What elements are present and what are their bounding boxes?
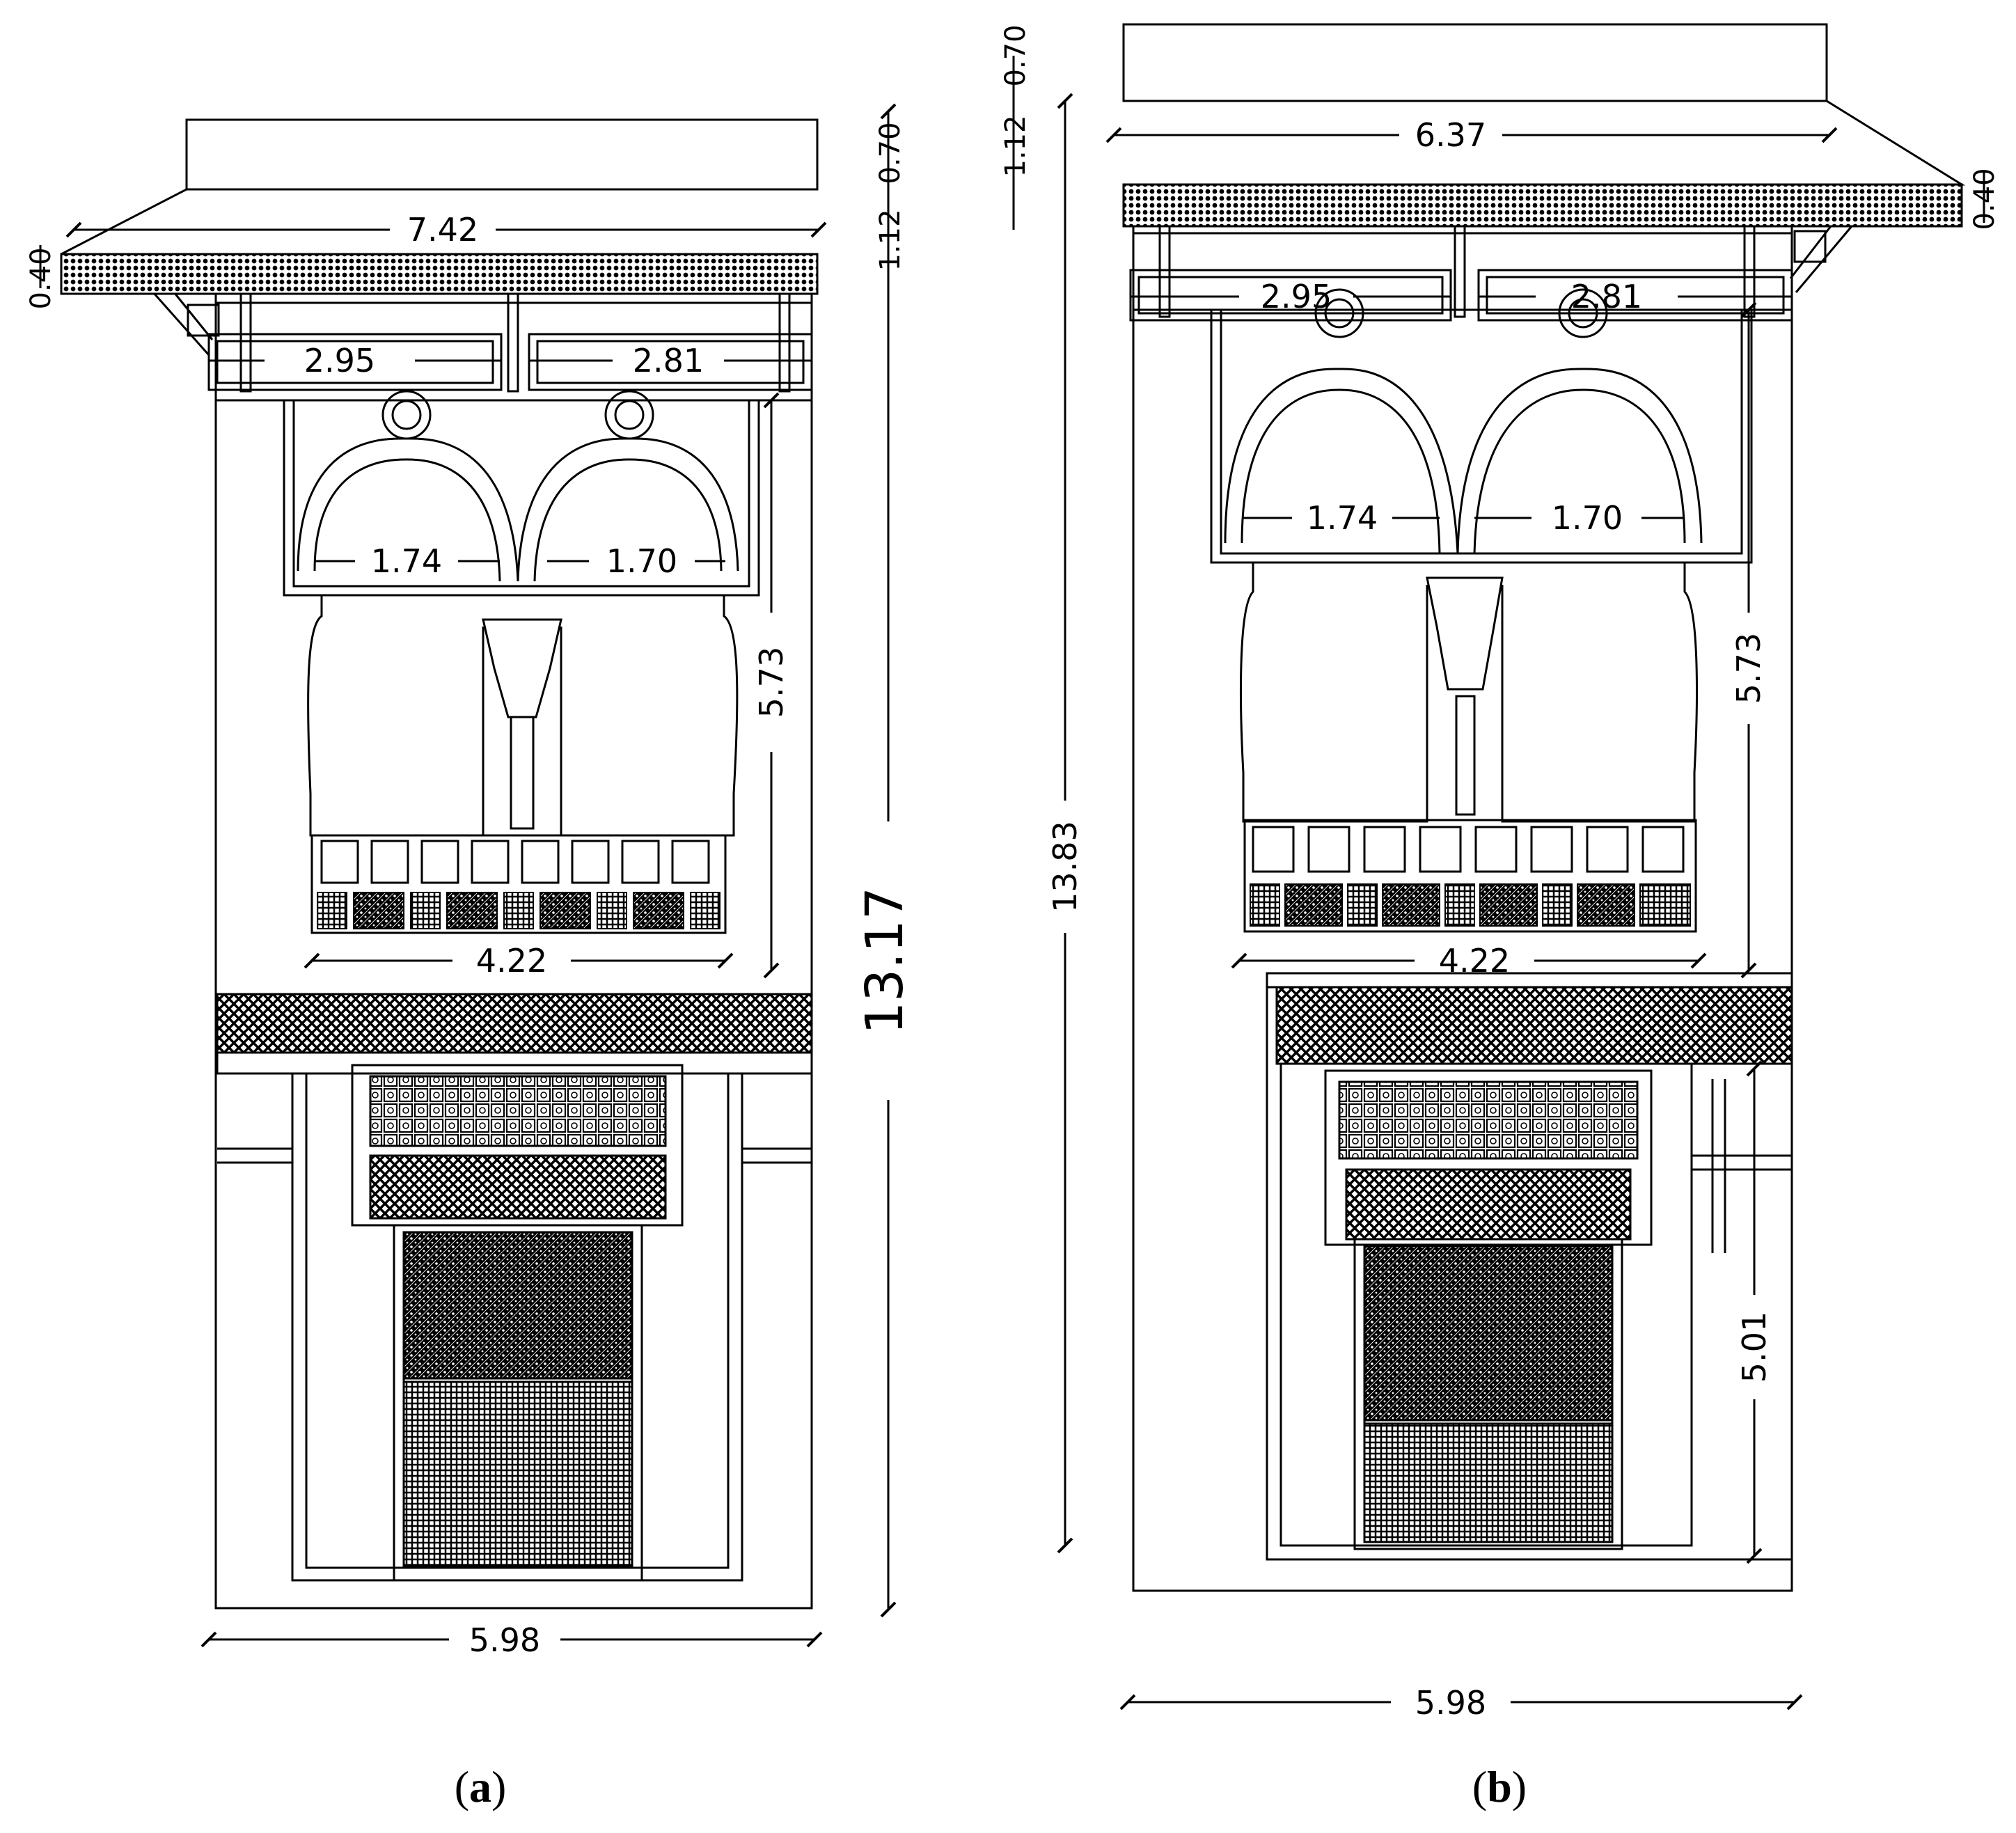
twin-arches (283, 390, 760, 837)
dimension-ticks-b (1057, 93, 1838, 1710)
dim-arch-right: 1.70 (606, 542, 677, 580)
twin-arches (1210, 288, 1753, 823)
door-lower-grid (402, 1380, 633, 1568)
dimension-lines-b (1012, 56, 1985, 1704)
parapet (1122, 23, 1828, 102)
dim-window-height: 5.73 (1730, 633, 1767, 704)
caption-a: (a) (455, 1762, 507, 1811)
panel-a: 7.42 2.95 2.81 1.74 1.70 4.22 5.98 5.73 … (25, 103, 915, 1659)
cornice-ornament (1122, 183, 1963, 228)
dim-arch-left: 1.74 (1307, 499, 1378, 537)
door-upper-panel (1363, 1245, 1614, 1422)
balcony-rail (310, 834, 727, 934)
frieze-band (1132, 232, 1793, 311)
cornice-slope (1124, 100, 1966, 186)
balcony-rail (1243, 819, 1697, 933)
dim-arch-left: 1.74 (371, 542, 442, 580)
dimension-lines-a (39, 111, 890, 1641)
balcony-panels (317, 892, 720, 929)
dim-top-right: 0.70 (1000, 24, 1032, 86)
dim-frieze-left: 2.95 (1261, 278, 1332, 315)
dim-frieze-right: 2.81 (633, 342, 704, 379)
door-lower-grid (1363, 1422, 1614, 1543)
dim-window-height: 5.73 (753, 647, 790, 718)
inscription-band (216, 993, 813, 1054)
panel-b: 6.37 2.95 2.81 1.74 1.70 4.22 5.98 5.73 … (1000, 23, 2001, 1722)
dim-top-left: 1.12 (1000, 115, 1032, 177)
dim-balcony-width: 4.22 (1439, 942, 1510, 980)
dim-door-height: 5.01 (1735, 1312, 1773, 1383)
portal-cornice-ornament (369, 1154, 667, 1220)
dim-base-width: 5.98 (1415, 1684, 1486, 1722)
dim-cornice-depth: 0.40 (1969, 168, 2001, 230)
dim-total-height: 13.17 (855, 887, 915, 1034)
parapet (185, 118, 819, 191)
dim-base-width: 5.98 (469, 1621, 540, 1659)
portal-lintel-ornament (369, 1075, 667, 1147)
dim-frieze-right: 2.81 (1571, 278, 1642, 315)
balcony-panels (1250, 883, 1691, 927)
inscription-band (1275, 986, 1793, 1065)
portal-lintel-ornament (1338, 1080, 1639, 1160)
dim-top-right: 0.70 (874, 122, 906, 184)
dimension-ticks-a (65, 103, 897, 1648)
dim-cornice-width: 6.37 (1415, 116, 1486, 154)
portal-cornice-ornament (1345, 1168, 1632, 1241)
dim-total-height: 13.83 (1046, 821, 1084, 913)
dim-top-left: 1.12 (874, 209, 906, 271)
cornice-ornament (60, 253, 819, 295)
dim-cornice-width: 7.42 (407, 211, 478, 249)
dim-cornice-depth: 0.40 (25, 247, 57, 309)
caption-b: (b) (1472, 1762, 1527, 1811)
dim-balcony-width: 4.22 (476, 942, 547, 980)
dim-arch-right: 1.70 (1552, 499, 1623, 537)
dim-frieze-left: 2.95 (304, 342, 375, 379)
door-upper-panel (402, 1231, 633, 1380)
